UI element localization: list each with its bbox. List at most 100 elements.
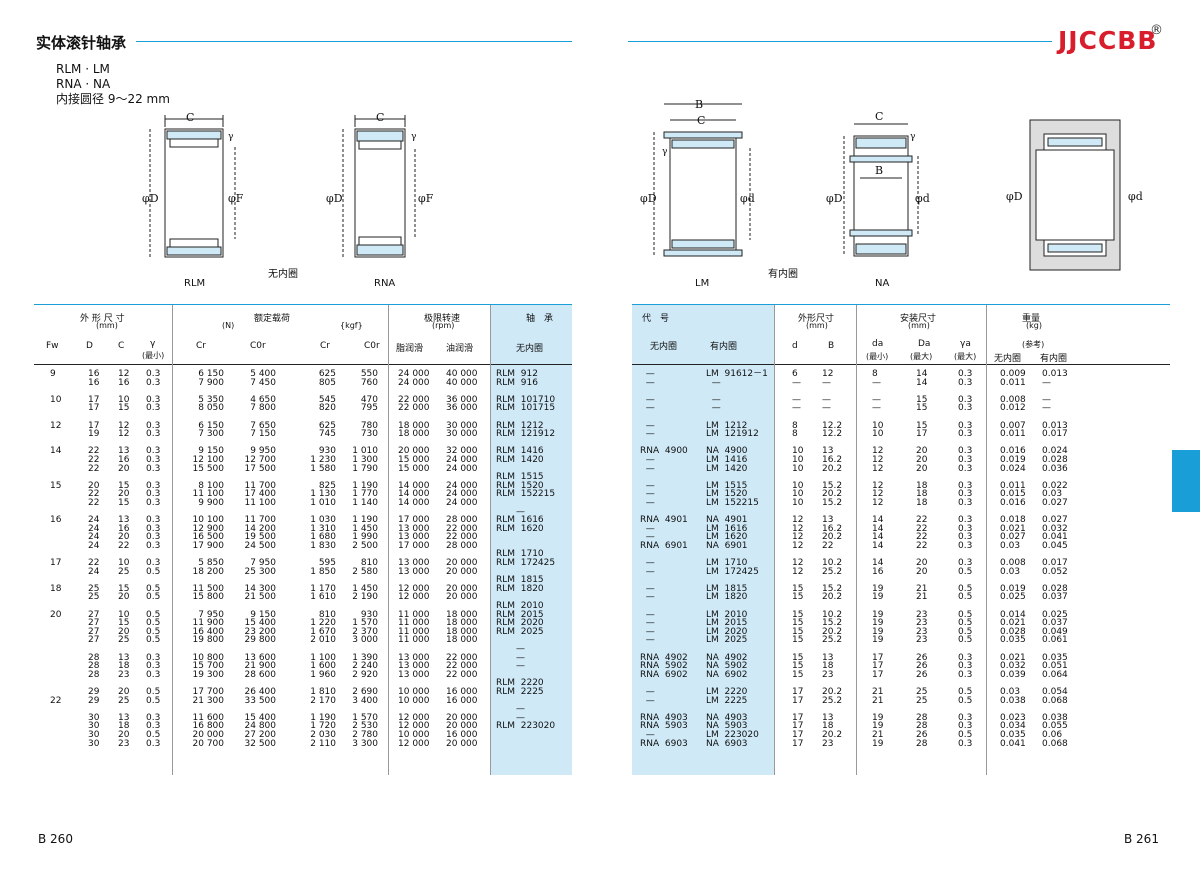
right-highlight-column: [632, 305, 774, 775]
rt-h-dims-unit: (mm): [806, 321, 828, 330]
lt-col-oil: 40 000 40 000 36 000 36 000 30 000 30 00…: [446, 369, 478, 749]
lt-c-c: C: [118, 341, 125, 351]
lt-c-noinner: 无内圈: [516, 344, 544, 354]
lt-c-cr2: Cr: [320, 341, 330, 351]
label-no-inner: 无内圈: [268, 269, 298, 280]
lt-c-cr: Cr: [196, 341, 206, 351]
rt-c-noinner: 无内圈: [650, 342, 678, 352]
lt-h-speed: 极限转速: [424, 314, 461, 324]
left-table: 外 形 尺 寸 (mm) 额定载荷 (N) {kgf} 极限转速 (rpm) 轴…: [34, 304, 572, 365]
right-table: 代 号 外形尺寸 (mm) 安装尺寸 (mm) 重量 (kg) 无内圈 有内圈 …: [632, 304, 1170, 365]
label-rna: RNA: [374, 278, 396, 289]
dim-Da: φD: [1006, 190, 1023, 203]
lt-c-d: D: [86, 341, 93, 351]
lt-h-load-kgf: {kgf}: [340, 321, 363, 330]
rt-col-ra: 0.3 0.3 0.3 0.3 0.3 0.3 0.3 0.3 0.3 0.3 …: [958, 369, 973, 749]
rt-c-b: B: [828, 341, 835, 351]
brand-logo: JJCCBB: [1058, 26, 1158, 55]
lt-c-grease: 脂润滑: [396, 344, 424, 354]
gamma-mark-rlm: γ: [228, 132, 234, 142]
lt-col-cr: 6 150 7 900 5 350 8 050 6 150 7 300 9 15…: [192, 369, 225, 749]
series-line-2: RNA · NA: [56, 77, 111, 91]
dim-d-rlm: φD: [142, 192, 159, 205]
lt-h-dims: 外 形 尺 寸: [80, 314, 125, 324]
right-table-header: 代 号 外形尺寸 (mm) 安装尺寸 (mm) 重量 (kg) 无内圈 有内圈 …: [632, 305, 1170, 365]
dim-dd-na: φd: [915, 192, 930, 205]
dim-c-lm: C: [697, 114, 706, 127]
header-rule-right: [628, 41, 1052, 42]
rt-sep-1: [774, 305, 775, 775]
lt-sep-3: [490, 305, 491, 775]
rt-col-wno: 0.009 0.011 0.008 0.012 0.007 0.011 0.01…: [1000, 369, 1026, 749]
dim-fw-rlm: φF: [228, 192, 244, 205]
label-lm: LM: [695, 278, 710, 289]
lt-col-d: 16 16 17 17 17 19 22 22 22 20 22 22 24 2…: [88, 369, 100, 749]
lt-c-r: γ: [150, 339, 156, 349]
rt-h-mount: 安装尺寸: [900, 314, 937, 324]
dim-fw-rna: φF: [418, 192, 434, 205]
gamma-mark-lm: γ: [662, 147, 668, 157]
rt-col-noinner: — — — — — — RNA 4900 — — — — — RNA 4901 …: [640, 369, 688, 749]
rt-c-Da: Da: [918, 339, 931, 349]
rt-col-da: 8 — — — 10 10 12 12 12 12 12 12 14 14 14…: [872, 369, 884, 749]
rt-h-weight-unit: (kg): [1026, 321, 1042, 330]
rt-h-weight: 重量: [1022, 314, 1041, 324]
rt-sep-3: [986, 305, 987, 775]
lt-col-grease: 24 000 24 000 22 000 22 000 18 000 18 00…: [398, 369, 430, 749]
rt-c-inner: 有内圈: [710, 342, 738, 352]
lt-h-speed-unit: (rpm): [432, 321, 455, 330]
lt-h-bearing: 轴 承: [526, 314, 554, 324]
dim-c-rlm: C: [186, 111, 195, 124]
lt-col-fw: 9 10 12 14 15 16 17 18 20 22: [50, 369, 62, 706]
lt-h-load-n: (N): [222, 321, 235, 330]
rt-c-wno: 无内圈: [994, 354, 1022, 364]
rt-c-ref: (参考): [1022, 340, 1045, 349]
dim-d-rna: φD: [326, 192, 343, 205]
page-number-left: B 260: [38, 832, 73, 846]
lt-col-r: 0.3 0.3 0.3 0.3 0.3 0.3 0.3 0.3 0.3 0.3 …: [146, 369, 161, 749]
lt-c-c0r2: C0r: [364, 341, 380, 351]
rt-c-max2: (最大): [954, 352, 977, 361]
lt-c-rmin: (最小): [142, 351, 165, 360]
lm-na-drawing: [653, 103, 1121, 271]
lt-sep-2: [388, 305, 389, 775]
lt-col-crk: 625 805 545 820 625 745 930 1 230 1 580 …: [310, 369, 336, 749]
rt-h-mount-unit: (mm): [908, 321, 930, 330]
left-highlight-column: [490, 305, 572, 775]
rt-col-win: 0.013 — — — 0.013 0.017 0.024 0.028 0.03…: [1042, 369, 1068, 749]
label-na: NA: [875, 278, 890, 289]
rt-c-win: 有内圈: [1040, 354, 1068, 364]
series-list: RLM · LM RNA · NA 内接圆径 9～22 mm: [56, 62, 170, 107]
dim-b-na: B: [875, 164, 884, 177]
left-table-header: 外 形 尺 寸 (mm) 额定载荷 (N) {kgf} 极限转速 (rpm) 轴…: [34, 305, 572, 365]
dim-d-na: φD: [826, 192, 843, 205]
rlm-rna-drawing: [149, 115, 416, 258]
rt-h-dims: 外形尺寸: [798, 314, 835, 324]
label-rlm: RLM: [184, 278, 206, 289]
lt-h-load: 额定载荷: [254, 314, 291, 324]
registered-mark: ®: [1150, 23, 1163, 38]
dim-da: φd: [1128, 190, 1143, 203]
rt-h-code: 代 号: [642, 314, 670, 324]
rt-c-da: da: [872, 339, 884, 349]
rt-c-ra: γa: [960, 339, 971, 349]
lt-h-dims-unit: (mm): [96, 321, 118, 330]
lt-c-c0r: C0r: [250, 341, 266, 351]
page-title: 实体滚针轴承: [36, 34, 127, 52]
series-line-3: 内接圆径 9～22 mm: [56, 92, 170, 106]
dim-dd-lm: φd: [740, 192, 755, 205]
dim-c-na: C: [875, 110, 884, 123]
rt-c-min: (最小): [866, 352, 889, 361]
gamma-mark-rna: γ: [411, 132, 417, 142]
rt-c-max: (最大): [910, 352, 933, 361]
lt-col-c0r: 5 400 7 450 4 650 7 800 7 650 7 150 9 95…: [244, 369, 277, 749]
lt-sep-1: [172, 305, 173, 775]
lt-col-c0rk: 550 760 470 795 780 730 1 010 1 300 1 79…: [352, 369, 378, 749]
rt-col-inner: LM 91612－1 — — — LM 1212 LM 121912 NA 49…: [706, 369, 768, 749]
series-line-1: RLM · LM: [56, 62, 110, 76]
lt-c-oil: 油润滑: [446, 344, 474, 354]
gamma-mark-na: γ: [910, 132, 916, 142]
lt-c-fw: Fw: [46, 341, 59, 351]
rt-sep-2: [856, 305, 857, 775]
label-with-inner: 有内圈: [768, 269, 798, 280]
